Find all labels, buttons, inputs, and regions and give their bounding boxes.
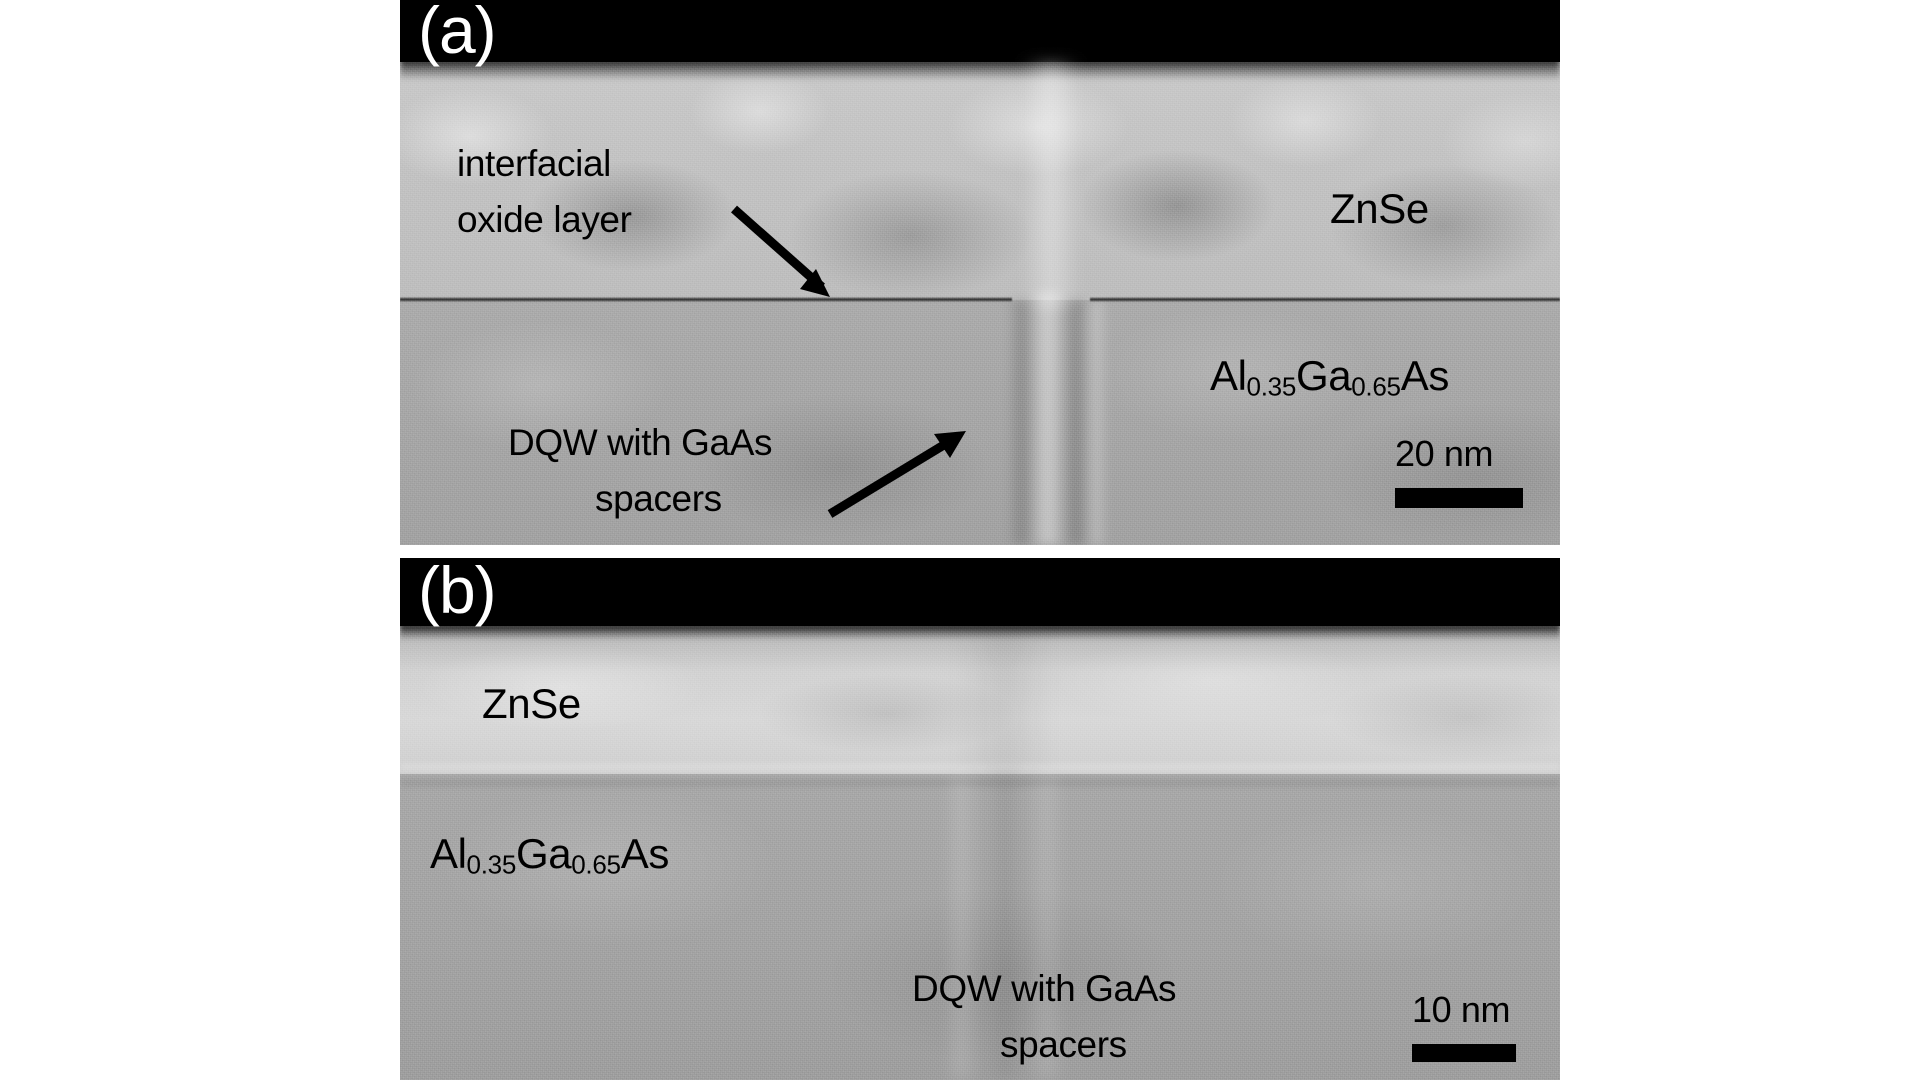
panel-a-label: (a) — [418, 0, 497, 67]
panel-b-label: (b) — [418, 558, 497, 627]
panel-b-scalebar — [1412, 1044, 1516, 1062]
panel-a-algaas-prefix: Al — [1210, 352, 1247, 399]
panel-b-znse-layer — [400, 626, 1560, 778]
panel-a-algaas-sub1: 0.35 — [1246, 371, 1297, 402]
panel-a-algaas-layer — [400, 300, 1560, 545]
panel-a-znse-label: ZnSe — [1330, 185, 1429, 232]
panel-a-scalebar — [1395, 488, 1523, 508]
panel-a-algaas-sub2: 0.65 — [1351, 371, 1401, 402]
panel-a-znse-layer — [400, 62, 1560, 310]
panel-b-algaas-prefix: Al — [430, 830, 467, 877]
panel-b: (b) ZnSe Al0.35Ga0.65As DQW with GaAs sp… — [400, 558, 1560, 1080]
panel-b-algaas-suffix: As — [620, 830, 670, 877]
panel-a-algaas-suffix: As — [1400, 352, 1450, 399]
panel-b-algaas-sub2: 0.65 — [571, 849, 621, 880]
panel-a: (a) interfacial oxide layer ZnSe Al0.35G… — [400, 0, 1560, 545]
panel-b-algaas-sub1: 0.35 — [466, 849, 517, 880]
panel-b-algaas-label: Al0.35Ga0.65As — [430, 830, 669, 880]
panel-a-scalebar-label: 20 nm — [1395, 433, 1494, 474]
panel-b-algaas-layer — [400, 774, 1560, 1080]
panel-a-dqw-label-line1: DQW with GaAs — [508, 422, 773, 463]
panel-b-znse-label: ZnSe — [482, 680, 581, 727]
panel-b-vacuum-band — [400, 558, 1560, 632]
panel-b-algaas-middle: Ga — [516, 830, 572, 877]
panel-a-dqw-label-line2: spacers — [595, 478, 722, 519]
panel-a-interfacial-oxide-label-line1: interfacial — [457, 143, 611, 184]
panel-b-scalebar-label: 10 nm — [1412, 989, 1511, 1030]
panel-a-algaas-middle: Ga — [1296, 352, 1352, 399]
panel-b-dqw-label-line1: DQW with GaAs — [912, 968, 1177, 1009]
panel-b-dqw-label-line2: spacers — [1000, 1024, 1127, 1065]
panel-a-interfacial-oxide-label-line2: oxide layer — [457, 199, 632, 240]
panel-a-algaas-label: Al0.35Ga0.65As — [1210, 352, 1449, 402]
